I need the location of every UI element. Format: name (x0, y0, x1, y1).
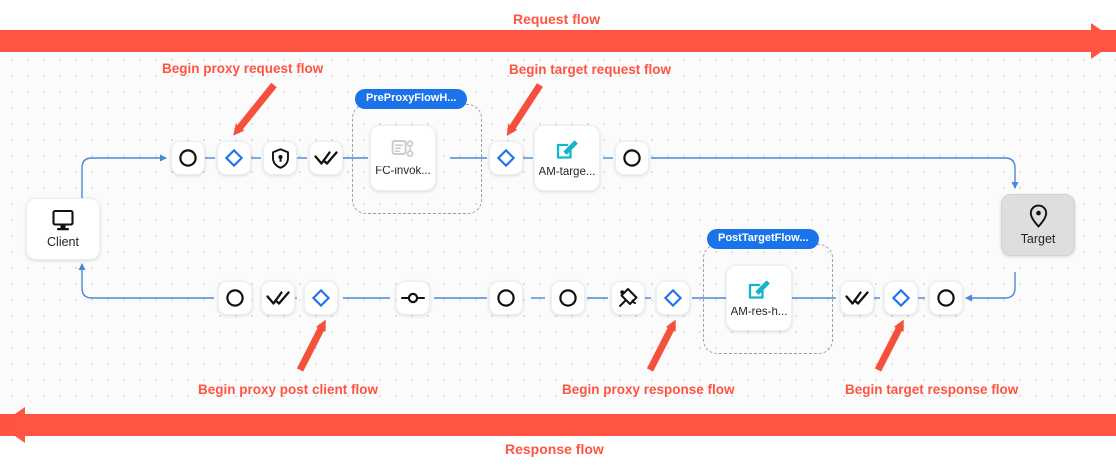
step-req-endpoint[interactable] (171, 141, 205, 175)
double-check-icon (266, 289, 290, 307)
flow-script-icon (391, 138, 415, 160)
client-node-label: Client (47, 235, 79, 250)
double-check-icon (845, 289, 869, 307)
policy-am-target[interactable]: AM-targe... (534, 125, 600, 191)
diamond-icon (224, 148, 244, 168)
satellite-icon (617, 287, 639, 309)
step-res-target-verify[interactable] (840, 281, 874, 315)
annotation-begin-target-response-flow: Begin target response flow (845, 382, 1019, 397)
circle-icon (225, 288, 245, 308)
step-res-verify[interactable] (261, 281, 295, 315)
step-req-flow-start[interactable] (217, 141, 251, 175)
diamond-icon (311, 288, 331, 308)
circle-icon (178, 148, 198, 168)
shield-lock-icon (271, 147, 290, 169)
step-res-signal[interactable] (611, 281, 645, 315)
step-target-flow-start[interactable] (489, 141, 523, 175)
circle-icon (622, 148, 642, 168)
step-res-connector[interactable] (396, 281, 430, 315)
flow-badge-posttarget[interactable]: PostTargetFlow... (707, 229, 820, 249)
annotation-begin-proxy-request-flow: Begin proxy request flow (162, 61, 324, 76)
edit-pencil-icon (747, 277, 771, 301)
response-flow-label: Response flow (505, 441, 604, 457)
policy-am-target-label: AM-targe... (538, 167, 596, 179)
diamond-icon (663, 288, 683, 308)
diagram-background (0, 48, 1116, 410)
double-check-icon (314, 149, 338, 167)
policy-fc-invoke-label: FC-invok... (375, 166, 431, 178)
annotation-begin-target-request-flow: Begin target request flow (509, 62, 672, 77)
edit-pencil-icon (555, 137, 579, 161)
response-flow-banner (0, 407, 1116, 443)
location-pin-icon (1029, 204, 1048, 229)
request-flow-label: Request flow (513, 11, 601, 27)
arrow-left-icon (0, 407, 25, 443)
request-flow-banner (0, 23, 1116, 59)
step-res-proxy-start[interactable] (656, 281, 690, 315)
step-res-target-start[interactable] (884, 281, 918, 315)
diamond-icon (496, 148, 516, 168)
step-req-security[interactable] (263, 141, 297, 175)
step-res-client-out[interactable] (218, 281, 252, 315)
target-node[interactable]: Target (1001, 194, 1075, 256)
step-res-target-in[interactable] (929, 281, 963, 315)
policy-fc-invoke[interactable]: FC-invok... (370, 125, 446, 201)
policy-am-res-h-label: AM-res-h... (730, 307, 788, 319)
circle-icon (558, 288, 578, 308)
annotation-begin-proxy-response-flow: Begin proxy response flow (562, 382, 735, 397)
circle-icon (496, 288, 516, 308)
policy-am-res-h[interactable]: AM-res-h... (726, 265, 802, 341)
step-res-post-client[interactable] (304, 281, 338, 315)
connector-icon (401, 291, 425, 305)
flow-badge-preproxy[interactable]: PreProxyFlowH... (355, 89, 468, 109)
step-req-verify[interactable] (309, 141, 343, 175)
diamond-icon (891, 288, 911, 308)
annotation-begin-proxy-post-client-flow: Begin proxy post client flow (198, 382, 379, 397)
client-node[interactable]: Client (26, 198, 100, 260)
target-node-label: Target (1020, 232, 1056, 247)
step-res-circle-a[interactable] (489, 281, 523, 315)
step-res-circle-b[interactable] (551, 281, 585, 315)
step-req-target-out[interactable] (615, 141, 649, 175)
circle-icon (936, 288, 956, 308)
monitor-icon (51, 209, 75, 231)
arrow-right-icon (1091, 23, 1116, 59)
